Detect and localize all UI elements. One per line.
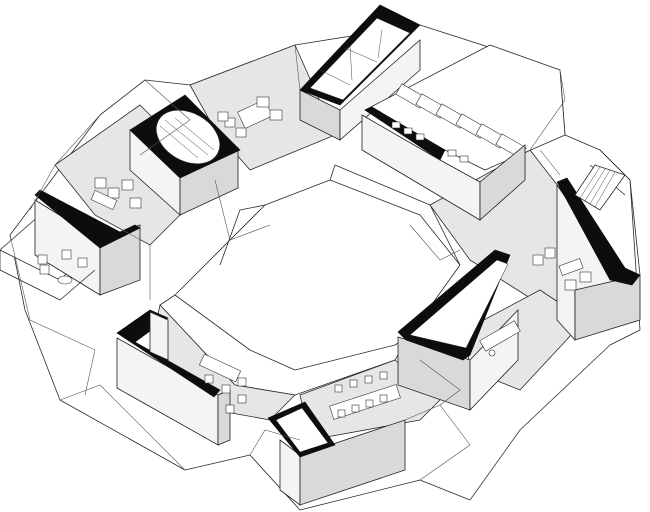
glazing-outlines bbox=[9, 44, 611, 501]
stair bbox=[574, 164, 626, 211]
northwest-oval-room-block bbox=[129, 94, 241, 216]
north-core-block bbox=[299, 4, 421, 141]
south-meeting-block bbox=[267, 371, 406, 506]
desk-row bbox=[391, 121, 469, 163]
west-block bbox=[0, 177, 142, 301]
southwest-block bbox=[116, 309, 247, 446]
southeast-desk bbox=[479, 320, 521, 357]
east-lounge-furniture bbox=[532, 247, 592, 291]
courtyard-void bbox=[174, 179, 461, 371]
east-block bbox=[532, 149, 641, 342]
meeting-table bbox=[329, 371, 401, 420]
northeast-office-wing bbox=[361, 44, 566, 221]
north-lounge-furniture bbox=[217, 96, 283, 138]
west-lounge-furniture bbox=[37, 177, 142, 285]
ceiling-light-panels bbox=[395, 83, 527, 159]
southeast-block bbox=[397, 249, 521, 411]
southwest-furniture bbox=[198, 353, 247, 414]
